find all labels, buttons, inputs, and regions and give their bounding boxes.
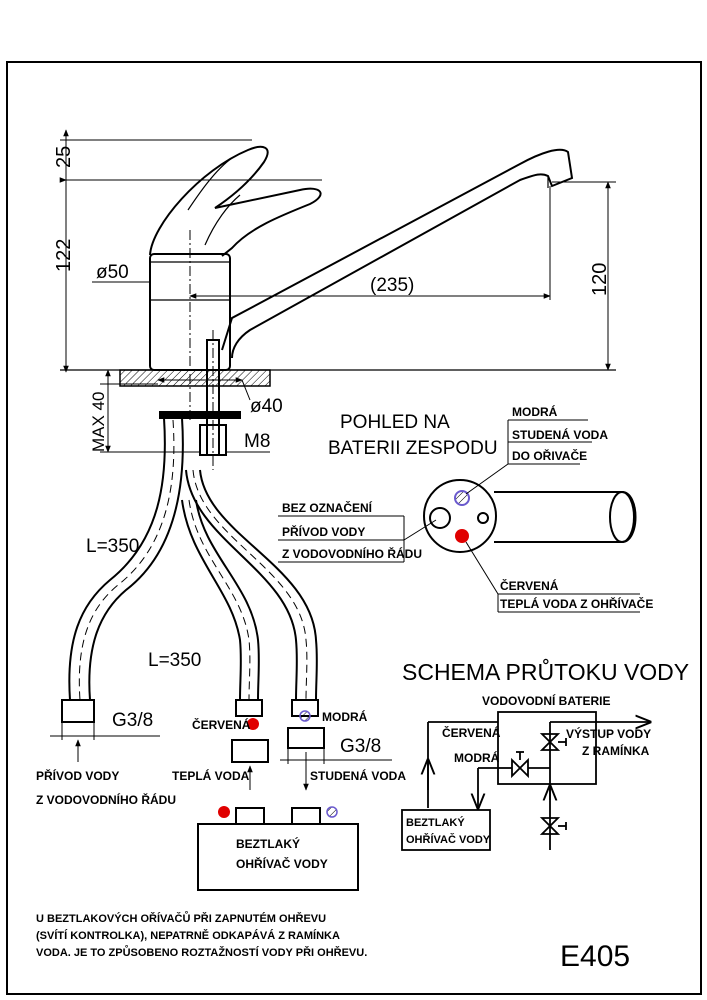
schema-outlet-label-1: VÝSTUP VODY xyxy=(566,726,651,741)
unmarked-port-label-2: PŘÍVOD VODY xyxy=(282,524,365,539)
schema-red-label: ČERVENÁ xyxy=(442,725,501,740)
bottom-view-hot-port xyxy=(455,529,469,543)
dim-122: 122 xyxy=(53,239,75,272)
drawing-code: E405 xyxy=(560,940,630,973)
hose-length-mid: L=350 xyxy=(148,650,201,671)
heater-label-1: BEZTLAKÝ xyxy=(236,836,300,851)
dim-diameter-50: ø50 xyxy=(96,262,129,283)
schema-heater-label-2: OHŘÍVAČ VODY xyxy=(406,833,491,846)
inlet-label-2: Z VODOVODNÍHO ŘÁDU xyxy=(36,792,176,807)
hose-length-left: L=350 xyxy=(86,536,139,557)
red-port-label-2: TEPLÁ VODA Z OHŘÍVAČE xyxy=(500,596,653,611)
dim-max-40: MAX 40 xyxy=(89,392,108,452)
drawing-frame xyxy=(6,61,702,995)
unmarked-port-label-3: Z VODOVODNÍHO ŘÁDU xyxy=(282,546,422,561)
heater-label-2: OHŘÍVAČ VODY xyxy=(236,856,328,871)
dimension-lines xyxy=(60,129,616,453)
schema-blue-label: MODRÁ xyxy=(454,750,500,765)
bottom-view-figure xyxy=(423,479,637,553)
dim-diameter-40: ø40 xyxy=(250,396,283,417)
flex-hoses xyxy=(61,417,325,763)
thread-right: G3/8 xyxy=(340,736,381,757)
dim-235: (235) xyxy=(370,275,414,296)
warm-water-label: TEPLÁ VODA xyxy=(172,768,250,783)
red-port-label-1: ČERVENÁ xyxy=(500,578,559,593)
blue-port-label-2: STUDENÁ VODA xyxy=(512,427,608,442)
schema-outlet-label-2: Z RAMÍNKA xyxy=(582,743,650,758)
cold-marker xyxy=(299,710,311,722)
inlet-label-1: PŘÍVOD VODY xyxy=(36,768,119,783)
faucet-side-view xyxy=(60,145,616,470)
flow-schema xyxy=(401,711,650,851)
schema-title: SCHEMA PRŮTOKU VODY xyxy=(402,657,689,685)
note-line-1: U BEZTLAKOVÝCH OŘÍVAČŮ PŘI ZAPNUTÉM OHŘE… xyxy=(36,911,326,925)
dim-120: 120 xyxy=(589,263,611,296)
bottom-view-leaders xyxy=(278,419,640,613)
note-line-3: VODA. JE TO ZPŮSOBENO ROZTAŽNOSTÍ VODY P… xyxy=(36,945,367,959)
hose-blue-label: MODRÁ xyxy=(322,709,368,724)
dim-25: 25 xyxy=(53,146,75,168)
unmarked-port-label-1: BEZ OZNAČENÍ xyxy=(282,500,373,515)
heater-hot-marker xyxy=(218,806,230,818)
thread-left: G3/8 xyxy=(112,710,153,731)
blue-port-label-3: DO OŘIVAČE xyxy=(512,448,587,463)
heater-box xyxy=(197,807,359,891)
bottom-view-title-2: BATERII ZESPODU xyxy=(328,438,498,459)
note-line-2: (SVÍTÍ KONTROLKA), NEPATRNĚ ODKAPÁVÁ Z R… xyxy=(36,929,340,942)
bottom-view-title-1: POHLED NA xyxy=(340,412,450,433)
schema-heater-label-1: BEZTLAKÝ xyxy=(406,816,465,829)
heater-cold-marker xyxy=(326,806,338,818)
hose-red-label: ČERVENÁ xyxy=(192,717,251,732)
dim-m8: M8 xyxy=(244,431,270,452)
hot-marker xyxy=(247,718,259,730)
cold-water-label: STUDENÁ VODA xyxy=(310,768,406,783)
thread-dim-lines xyxy=(50,722,392,791)
schema-battery-label: VODOVODNÍ BATERIE xyxy=(482,693,610,708)
blue-port-label-1: MODRÁ xyxy=(512,404,558,419)
